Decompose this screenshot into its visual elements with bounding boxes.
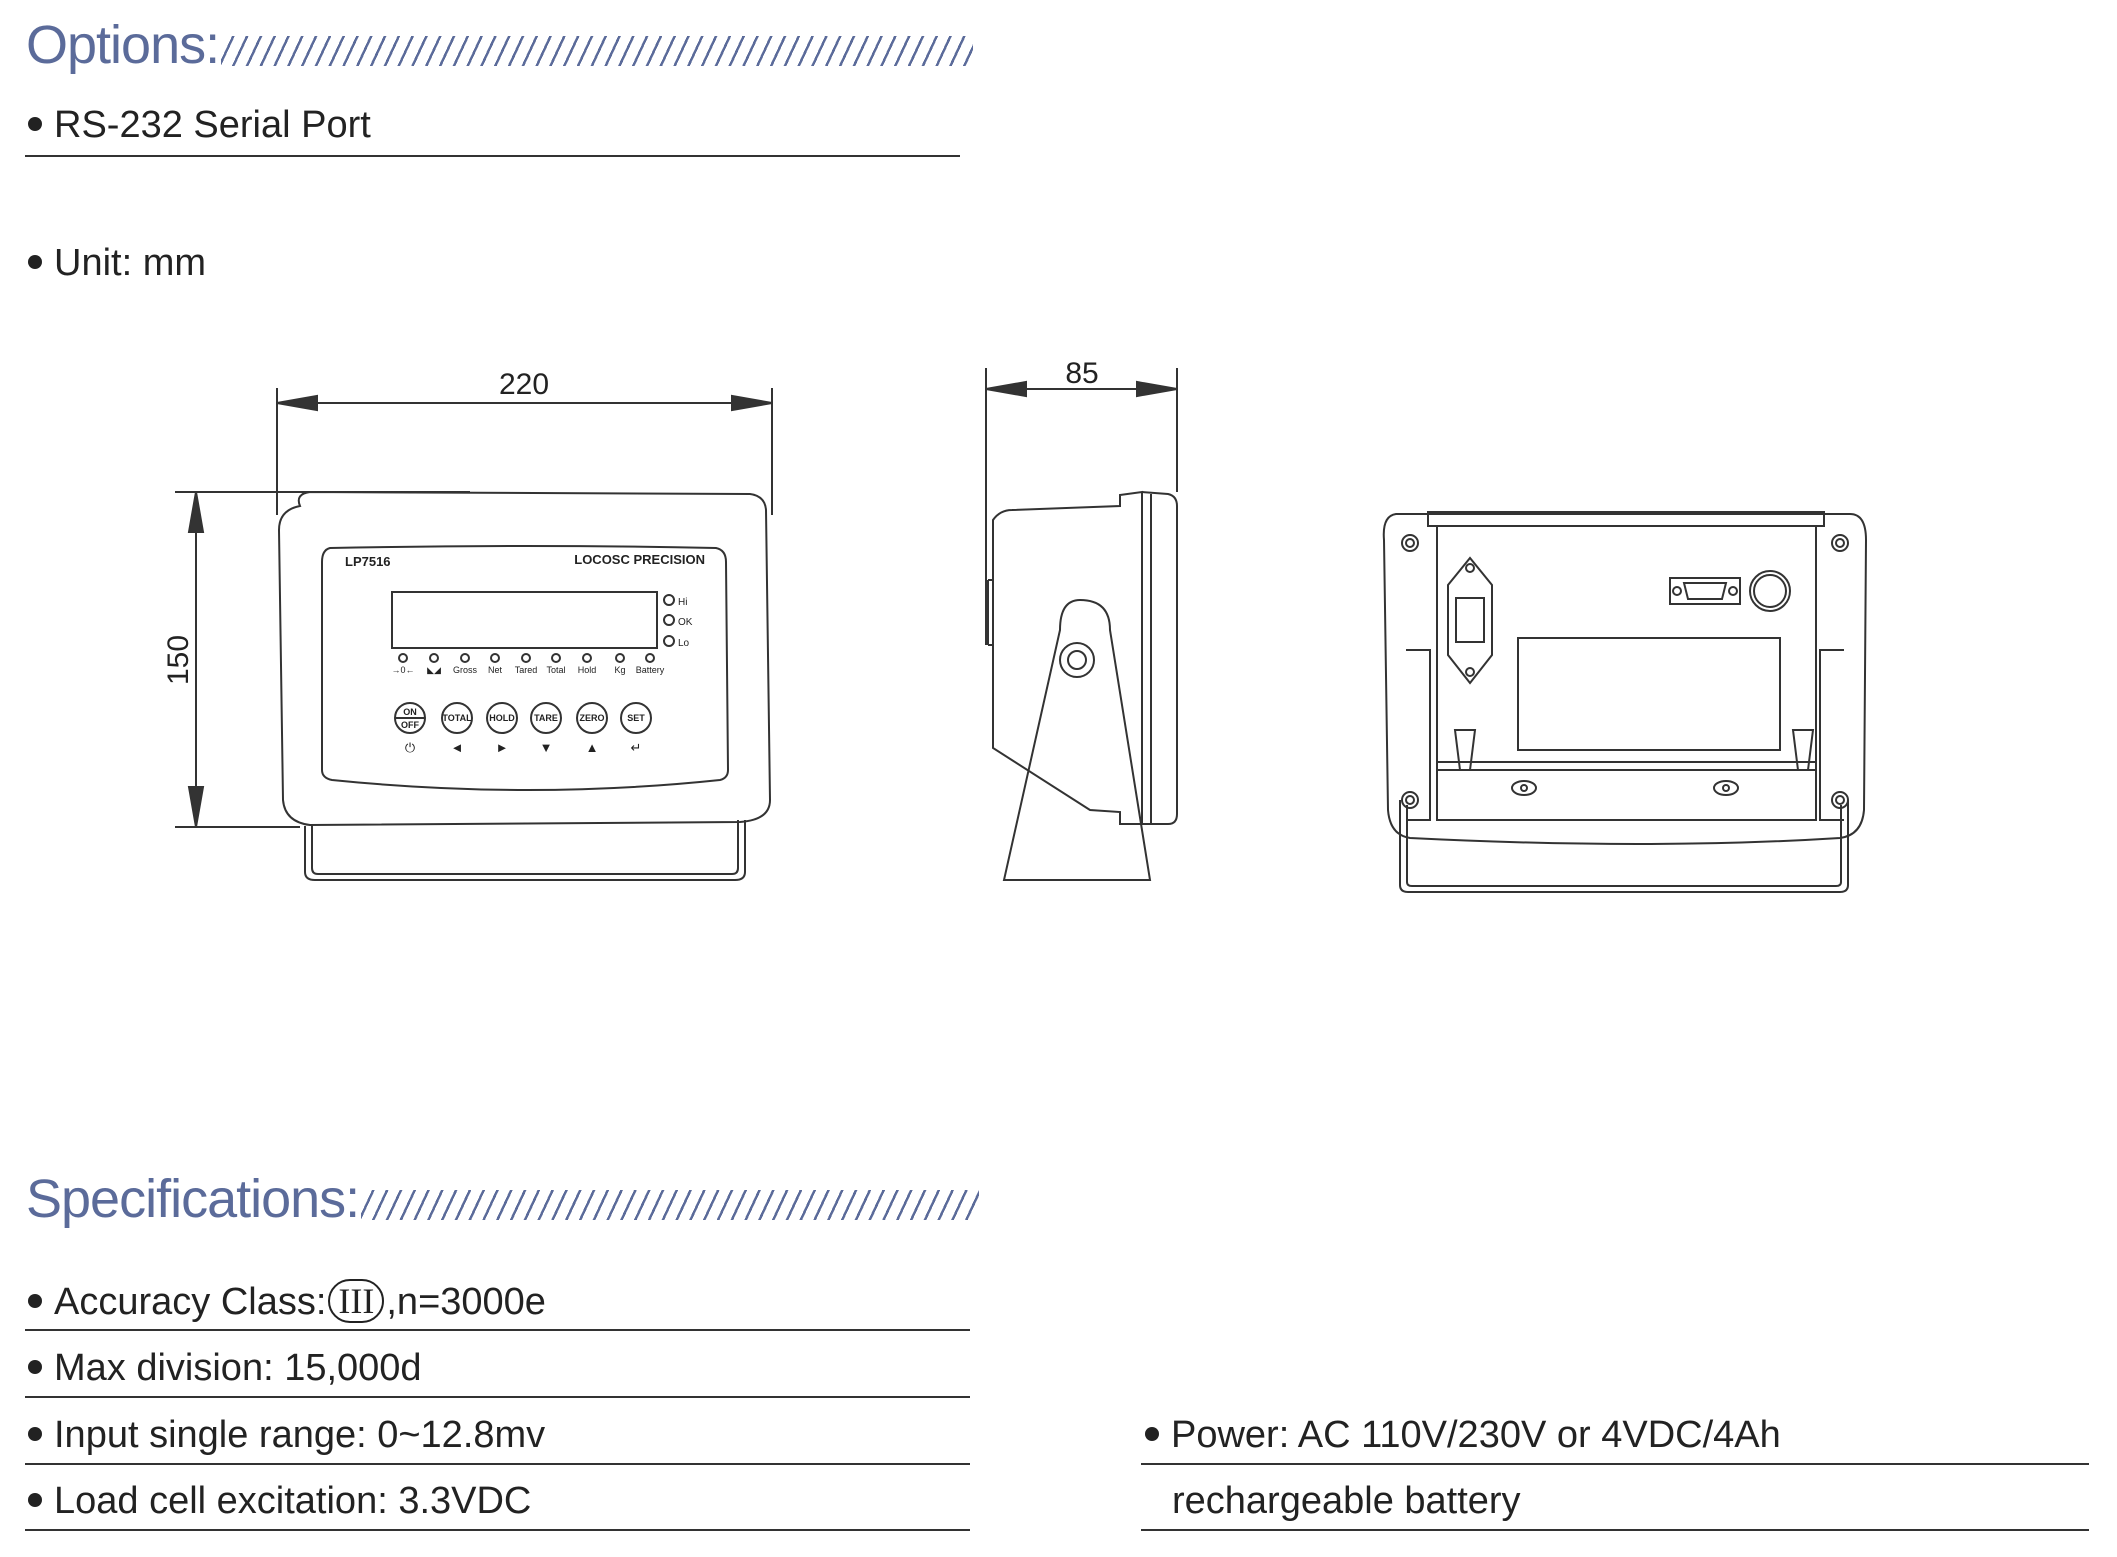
unit-note-text: Unit: mm (54, 242, 206, 284)
dim-depth-label: 85 (1065, 357, 1098, 390)
heading-hatch-decoration (361, 1190, 980, 1220)
up-arrow-icon: ▲ (586, 740, 599, 755)
spec-power: Power: AC 110V/230V or 4VDC/4Ah (1145, 1416, 1781, 1454)
indicator-total-label: Total (546, 665, 565, 675)
front-view: 220 150 LP7516 LOCOSC PRECISION Hi OK Lo… (162, 368, 773, 881)
indicator-stable-label: ◣◢ (427, 665, 441, 675)
key-tare-label: TARE (534, 713, 558, 723)
bullet-icon (28, 1359, 42, 1374)
divider (25, 1529, 970, 1531)
bullet-icon (28, 1492, 42, 1507)
divider (25, 1463, 970, 1465)
round-connector-icon (1749, 570, 1791, 612)
divider (1141, 1529, 2089, 1531)
spec-power-continued: rechargeable battery (1172, 1482, 1521, 1520)
brand-label: LOCOSC PRECISION (574, 552, 705, 567)
key-total-label: TOTAL (442, 713, 472, 723)
accuracy-class-badge: III (328, 1279, 385, 1323)
key-hold-label: HOLD (489, 713, 515, 723)
bullet-icon (1145, 1426, 1159, 1441)
spec-input-range-text: Input single range: 0~12.8mv (54, 1414, 546, 1456)
dim-height-label: 150 (162, 635, 195, 685)
spec-accuracy-prefix: Accuracy Class: (54, 1281, 327, 1324)
key-zero-label: ZERO (579, 713, 604, 723)
heading-hatch-decoration (221, 36, 974, 66)
unit-note: Unit: mm (28, 244, 206, 282)
bullet-icon (28, 1426, 42, 1441)
back-view (1382, 511, 1868, 893)
key-total (441, 702, 473, 734)
spec-power-line1: Power: AC 110V/230V or 4VDC/4Ah (1171, 1414, 1781, 1456)
indicator-net-label: Net (488, 665, 503, 675)
indicator-hi: Hi (678, 597, 687, 608)
key-hold (486, 702, 518, 734)
side-view: 85 (985, 357, 1178, 881)
power-inlet-icon (1447, 556, 1493, 685)
indicator-lo: Lo (678, 638, 690, 649)
divider (25, 1329, 970, 1331)
key-set-label: SET (627, 713, 645, 723)
spec-max-division-text: Max division: 15,000d (54, 1347, 422, 1389)
option-rs232: RS-232 Serial Port (28, 106, 371, 144)
bullet-icon (28, 116, 42, 131)
indicator-hold-label: Hold (578, 665, 597, 675)
divider (25, 1396, 970, 1398)
lcd-window (391, 591, 658, 649)
key-on-label: ON (403, 707, 417, 717)
dim-width-label: 220 (499, 368, 549, 401)
specifications-heading-text: Specifications: (26, 1169, 360, 1229)
spec-input-range: Input single range: 0~12.8mv (28, 1416, 545, 1454)
spec-excitation: Load cell excitation: 3.3VDC (28, 1482, 531, 1520)
dimension-drawing: 220 150 LP7516 LOCOSC PRECISION Hi OK Lo… (162, 357, 1868, 893)
options-heading-text: Options: (26, 15, 220, 75)
key-on-off (394, 702, 426, 734)
indicator-ok: OK (678, 617, 693, 628)
options-heading: Options: (26, 14, 974, 76)
indicator-kg-label: Kg (614, 665, 625, 675)
indicator-battery-label: Battery (636, 665, 665, 675)
power-symbol-icon: ⏻ (405, 740, 415, 755)
bullet-icon (28, 1294, 42, 1308)
key-set (620, 702, 652, 734)
indicator-tared-label: Tared (515, 665, 538, 675)
indicator-zero-label: →0← (391, 665, 414, 675)
key-off-label: OFF (401, 720, 419, 730)
spec-excitation-text: Load cell excitation: 3.3VDC (54, 1480, 532, 1522)
serial-port-icon (1669, 577, 1741, 605)
model-label: LP7516 (345, 554, 391, 569)
spec-power-line2: rechargeable battery (1172, 1480, 1521, 1522)
right-arrow-icon: ► (496, 740, 509, 755)
specifications-heading: Specifications: (26, 1168, 980, 1230)
down-arrow-icon: ▼ (540, 740, 553, 755)
bullet-icon (28, 254, 42, 269)
key-tare (530, 702, 562, 734)
divider (25, 155, 960, 157)
left-arrow-icon: ◄ (451, 740, 464, 755)
keypad (394, 702, 652, 734)
spec-accuracy-class: Accuracy Class:III,n=3000e (28, 1279, 546, 1326)
indicator-gross-label: Gross (453, 665, 478, 675)
spec-max-division: Max division: 15,000d (28, 1349, 422, 1387)
spec-accuracy-suffix: ,n=3000e (386, 1281, 546, 1324)
enter-icon: ↵ (631, 740, 642, 755)
key-zero (576, 702, 608, 734)
option-rs232-text: RS-232 Serial Port (54, 104, 371, 146)
divider (1141, 1463, 2089, 1465)
